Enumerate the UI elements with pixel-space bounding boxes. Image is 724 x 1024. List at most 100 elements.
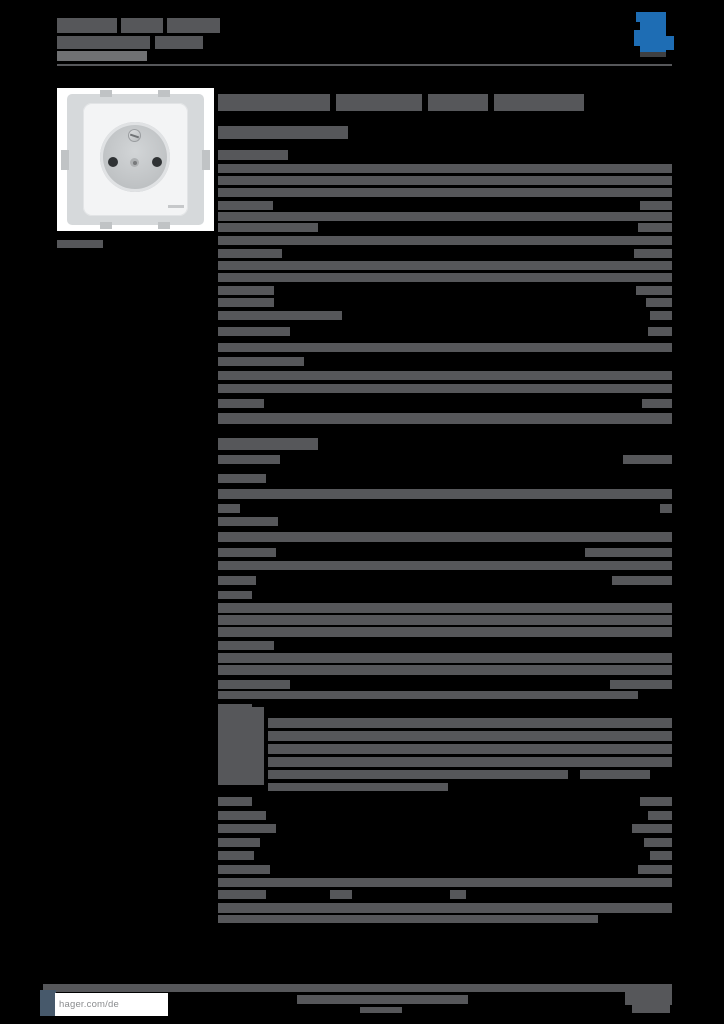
redacted-text-line: [218, 591, 252, 599]
redacted-text-line: [218, 249, 282, 258]
redacted-text-line: [585, 548, 672, 557]
socket-center-hole-inner: [132, 160, 137, 165]
redacted-text-line: [57, 18, 117, 33]
redacted-text-line: [57, 36, 150, 49]
redacted-text-line: [268, 770, 568, 779]
redacted-text-line: [218, 126, 348, 139]
redacted-text-line: [218, 286, 274, 295]
redacted-text-line: [167, 18, 220, 33]
redacted-text-line: [218, 438, 318, 450]
redacted-text-line: [336, 94, 422, 111]
redacted-text-line: [634, 249, 672, 258]
redacted-text-line: [218, 150, 288, 160]
redacted-text-line: [218, 627, 672, 637]
redacted-text-line: [646, 298, 672, 307]
redacted-text-line: [218, 548, 276, 557]
redacted-text-line: [155, 36, 203, 49]
redacted-text-line: [218, 665, 672, 675]
redacted-text-line: [218, 212, 672, 221]
redacted-text-line: [218, 273, 672, 282]
redacted-text-line: [640, 201, 672, 210]
redacted-text-line: [632, 1005, 670, 1013]
redacted-text-line: [218, 223, 318, 232]
socket-tab: [100, 90, 112, 97]
redacted-text-line: [57, 51, 147, 61]
redacted-text-line: [218, 865, 270, 874]
redacted-text-line: [612, 576, 672, 585]
redacted-text-line: [218, 615, 672, 625]
redacted-text-line: [218, 707, 264, 785]
socket-tab: [158, 90, 170, 97]
redacted-text-line: [218, 878, 672, 887]
redacted-text-line: [218, 653, 672, 663]
redacted-text-line: [636, 286, 672, 295]
socket-claw: [202, 150, 210, 170]
redacted-text-line: [218, 399, 264, 408]
redacted-text-line: [494, 94, 584, 111]
redacted-text-line: [218, 797, 252, 806]
redacted-text-line: [121, 18, 163, 33]
redacted-text-line: [580, 770, 650, 779]
redacted-text-line: [218, 261, 672, 270]
redacted-text-line: [360, 1007, 402, 1013]
redacted-text-line: [218, 298, 274, 307]
redacted-text-line: [218, 201, 273, 210]
redacted-text-line: [218, 838, 260, 847]
redacted-text-line: [218, 903, 672, 913]
redacted-text-line: [625, 991, 672, 1005]
redacted-text-line: [218, 641, 274, 650]
redacted-text-line: [218, 164, 672, 173]
earthing-pin: [128, 129, 141, 142]
socket-tab: [100, 222, 112, 229]
redacted-text-line: [218, 691, 638, 699]
redacted-text-line: [57, 240, 103, 248]
redacted-text-line: [650, 311, 672, 320]
redacted-text-line: [218, 94, 330, 111]
hager-logo-icon: [634, 12, 674, 57]
redacted-text-line: [644, 838, 672, 847]
redacted-text-line: [218, 236, 672, 245]
redacted-text-line: [218, 413, 672, 424]
redacted-text-line: [660, 504, 672, 513]
socket-tab: [158, 222, 170, 229]
redacted-text-line: [450, 890, 466, 899]
redacted-text-line: [268, 731, 672, 741]
redacted-text-line: [218, 489, 672, 499]
redacted-text-line: [218, 915, 598, 923]
footer-url-box[interactable]: hager.com/de: [55, 993, 168, 1016]
redacted-text-line: [268, 718, 672, 728]
redacted-text-line: [623, 455, 672, 464]
footer-brand-block: [40, 990, 56, 1016]
redacted-text-line: [640, 797, 672, 806]
redacted-text-line: [218, 455, 280, 464]
redacted-text-line: [218, 188, 672, 197]
redacted-text-line: [218, 517, 278, 526]
redacted-text-line: [218, 811, 266, 820]
header-divider: [57, 64, 672, 66]
redacted-text-line: [218, 603, 672, 613]
redacted-text-line: [610, 680, 672, 689]
redacted-text-line: [218, 576, 256, 585]
redacted-text-line: [218, 561, 672, 570]
socket-claw: [61, 150, 69, 170]
redacted-text-line: [218, 824, 276, 833]
redacted-text-line: [268, 757, 672, 767]
socket-hole-right: [152, 157, 162, 167]
redacted-text-line: [218, 680, 290, 689]
socket-hole-left: [108, 157, 118, 167]
redacted-text-line: [218, 357, 304, 366]
redacted-text-line: [330, 890, 352, 899]
redacted-text-line: [43, 984, 672, 992]
redacted-text-line: [268, 744, 672, 754]
redacted-text-line: [218, 504, 240, 513]
redacted-text-line: [218, 532, 672, 542]
footer-url-text: hager.com/de: [59, 999, 119, 1010]
redacted-text-line: [642, 399, 672, 408]
redacted-text-line: [218, 474, 266, 483]
socket-center-hole: [130, 158, 139, 167]
redacted-text-line: [268, 783, 448, 791]
redacted-text-line: [218, 371, 672, 380]
redacted-text-line: [428, 94, 488, 111]
